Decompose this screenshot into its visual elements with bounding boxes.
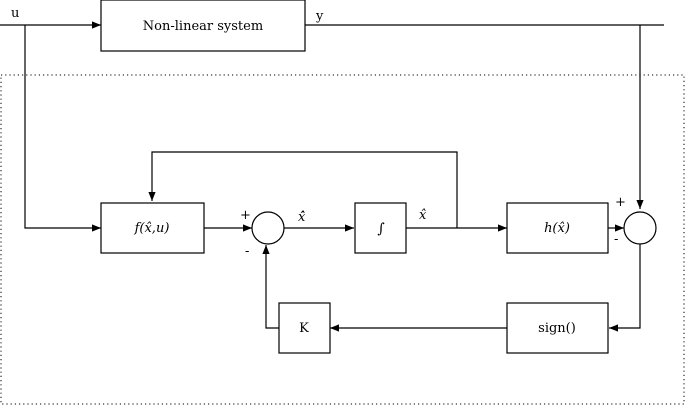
f-label: f(x̂,u) — [134, 221, 170, 236]
integrator-label: ∫ — [377, 221, 384, 237]
plant-label: Non-linear system — [143, 19, 263, 34]
sum-junction-2 — [623, 211, 657, 245]
xhat-dot-label: x̂̇ — [298, 210, 306, 225]
output-y-label: y — [315, 9, 324, 24]
xhat-feedback-to-f-wire — [148, 151, 458, 228]
gain-block — [278, 302, 331, 354]
observer-boundary — [0, 74, 685, 405]
sum2-plus-sign: + — [615, 195, 626, 210]
input-to-f-wire — [24, 25, 101, 232]
h-block — [506, 202, 609, 254]
sum1-minus-sign: - — [245, 244, 249, 259]
gain-label: K — [299, 321, 309, 336]
sum1-plus-sign: + — [240, 208, 251, 223]
sum2-minus-sign: - — [614, 232, 618, 247]
sign-label: sign() — [538, 321, 576, 336]
input-u-label: u — [11, 6, 19, 21]
integrator-block — [354, 202, 407, 254]
error-to-sign-wire — [609, 244, 641, 332]
sign-block — [506, 302, 609, 354]
gain-to-sum1-wire — [262, 245, 279, 329]
sum-junction-1 — [251, 211, 285, 245]
xhat-label: x̂ — [419, 208, 427, 223]
h-label: h(x̂) — [544, 221, 570, 236]
plant-block — [100, 0, 306, 52]
f-block — [100, 202, 205, 254]
